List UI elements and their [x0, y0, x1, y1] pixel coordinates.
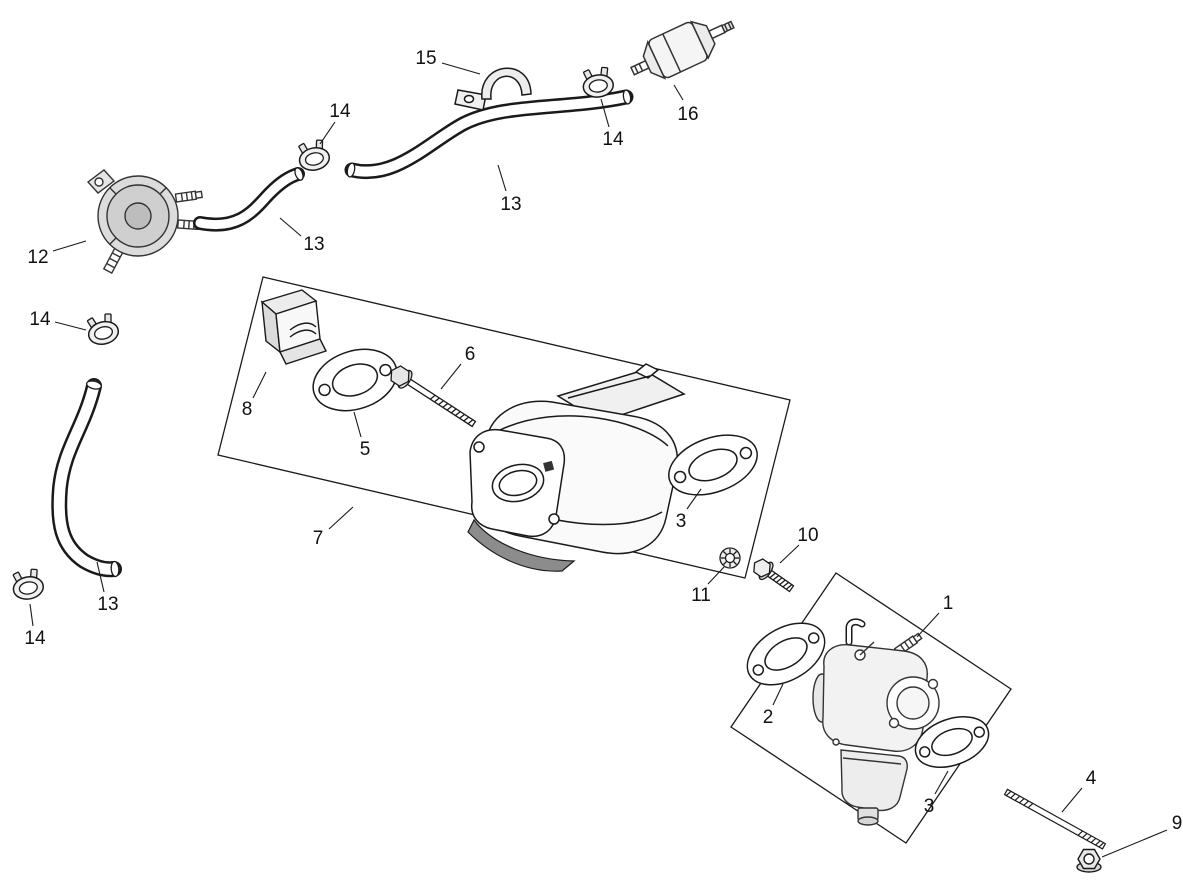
leader-13b: [279, 217, 302, 237]
leader-13c: [96, 561, 105, 593]
carb-gasket-3b: [914, 716, 990, 768]
callout-15: 15: [415, 48, 436, 69]
leader-6: [440, 363, 462, 390]
leader-10: [779, 544, 800, 564]
muffler: [467, 363, 686, 572]
carb-gasket-2: [746, 622, 826, 686]
leader-1: [916, 612, 940, 638]
callout-12: 12: [27, 247, 48, 268]
callout-10: 10: [797, 525, 818, 546]
callout-13b: 13: [303, 234, 324, 255]
exhaust-gasket-5: [312, 348, 398, 412]
leader-3a: [686, 488, 702, 510]
leader-14a: [319, 121, 336, 145]
fuel-hose-long: [51, 378, 122, 578]
leader-14d: [29, 603, 34, 627]
callout-4: 4: [1086, 768, 1097, 789]
bolt: [390, 365, 477, 428]
lock-washer: [719, 547, 741, 569]
leader-5: [353, 411, 362, 438]
leader-3b: [934, 770, 949, 795]
fuel-hose-top: [344, 89, 634, 180]
leader-8: [252, 371, 267, 399]
leader-15: [441, 62, 481, 75]
callout-7: 7: [313, 528, 324, 549]
leader-13a: [497, 164, 507, 192]
callout-5: 5: [360, 439, 371, 460]
leader-2: [772, 683, 784, 706]
flange-screw: [753, 558, 795, 593]
leader-4: [1061, 787, 1083, 813]
callout-6: 6: [465, 344, 476, 365]
callout-3a: 3: [676, 511, 687, 532]
leader-9: [1101, 829, 1168, 858]
callout-11: 11: [691, 585, 711, 606]
fuel-hose-pump: [193, 167, 305, 232]
callout-14a: 14: [329, 101, 351, 122]
callout-8: 8: [242, 399, 253, 420]
leader-lines: [29, 62, 1168, 858]
callout-2: 2: [763, 707, 774, 728]
stud: [1003, 788, 1107, 850]
callout-14d: 14: [24, 628, 46, 649]
fuel-pump: [86, 169, 205, 275]
leader-14c: [54, 321, 87, 331]
callout-13c: 13: [97, 594, 118, 615]
callout-14c: 14: [29, 309, 51, 330]
callout-labels: 15 14 16 14 13 12 13 14 8 5 6 7 3 11 10 …: [24, 48, 1182, 834]
muffler-group-box: [217, 276, 791, 579]
hose-bracket: [454, 67, 532, 111]
flange-nut: [1076, 848, 1102, 873]
callout-16: 16: [677, 104, 698, 125]
leader-11: [707, 566, 725, 585]
leader-12: [52, 240, 87, 252]
callout-9: 9: [1172, 813, 1183, 834]
leader-14b: [600, 98, 610, 128]
exhaust-gasket-3a: [668, 434, 758, 496]
callout-3b: 3: [924, 796, 935, 817]
muffler-bracket: [260, 289, 327, 365]
callout-14b: 14: [602, 129, 624, 150]
leader-16: [673, 84, 684, 101]
leader-7: [328, 506, 354, 530]
carburetor: [812, 618, 940, 826]
callout-1: 1: [943, 593, 954, 614]
callout-13a: 13: [500, 194, 521, 215]
fuel-filter: [629, 20, 735, 80]
